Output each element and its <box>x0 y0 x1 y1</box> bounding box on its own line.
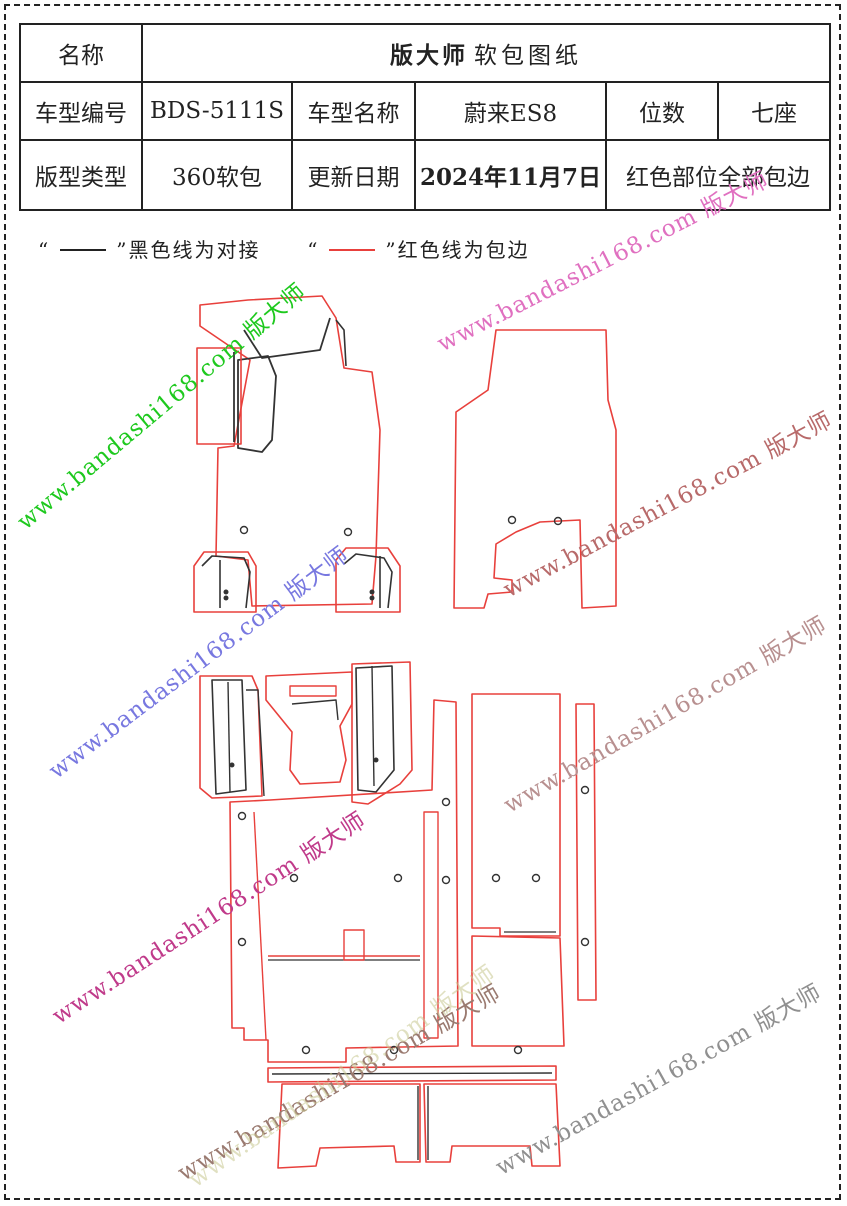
legend-red-text: ”红色线为包边 <box>385 238 530 262</box>
rear-floor-mat <box>229 699 459 1063</box>
info-row-name: 名称 版大师软包图纸 <box>19 23 832 83</box>
trunk-mats <box>267 1065 561 1169</box>
page-border <box>4 4 841 1200</box>
model-value: 蔚来ES8 <box>414 81 607 141</box>
edge-note: 红色部位全部包边 <box>604 139 832 211</box>
passenger-front-mat <box>453 329 617 609</box>
type-label: 版型类型 <box>19 139 143 211</box>
type-value: 360软包 <box>141 139 293 211</box>
line-legend: “ ”黑色线为对接 “ ”红色线为包边 <box>38 234 530 263</box>
model-label: 车型名称 <box>291 81 416 141</box>
legend-black-text: ”黑色线为对接 <box>116 238 261 262</box>
driver-front-mat <box>193 295 401 613</box>
legend-black-line <box>60 248 107 251</box>
code-value: BDS-5111S <box>141 81 293 141</box>
brand-subtitle: 软包图纸 <box>474 43 582 69</box>
second-row-mats <box>199 661 413 805</box>
brand-title: 版大师软包图纸 <box>140 23 832 83</box>
name-label: 名称 <box>19 23 143 83</box>
info-table: 名称 版大师软包图纸 车型编号 BDS-5111S 车型名称 蔚来ES8 位数 … <box>19 23 832 211</box>
code-label: 车型编号 <box>19 81 143 141</box>
info-row-model: 车型编号 BDS-5111S 车型名称 蔚来ES8 位数 七座 <box>19 81 832 141</box>
seats-label: 位数 <box>605 81 719 141</box>
info-row-type: 版型类型 360软包 更新日期 2024年11月7日 红色部位全部包边 <box>19 139 832 211</box>
legend-black-open-quote: “ <box>38 238 51 262</box>
date-value: 2024年11月7日 <box>414 139 607 211</box>
brand-name: 版大师 <box>390 42 468 69</box>
date-label: 更新日期 <box>291 139 416 211</box>
legend-red-line <box>329 248 376 251</box>
legend-red-open-quote: “ <box>307 238 320 262</box>
seats-value: 七座 <box>716 81 832 141</box>
third-row-center-mat <box>471 693 597 1055</box>
